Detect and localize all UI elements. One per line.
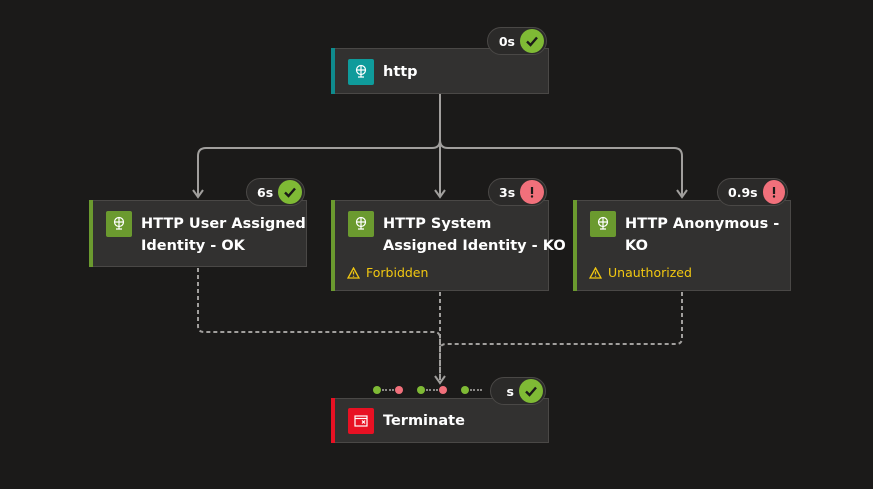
duration-badge: 6s — [246, 178, 305, 206]
card-title-line1: HTTP Anonymous - — [625, 216, 780, 232]
warning-text: Unauthorized — [608, 265, 692, 280]
run-after-success-dot — [461, 386, 469, 394]
globe-icon — [348, 59, 374, 85]
duration-badge: 3s — [488, 178, 547, 206]
warning-icon — [589, 266, 602, 279]
action-card-terminate[interactable]: Terminate — [331, 398, 549, 443]
duration-label: 0.9s — [728, 184, 758, 200]
arrowhead-action2 — [434, 189, 446, 199]
globe-icon — [348, 211, 374, 237]
run-after-failed-dot — [439, 386, 447, 394]
arrowhead-terminate — [434, 375, 446, 385]
card-title-line1: HTTP User Assigned — [141, 216, 306, 232]
duration-badge: s — [490, 377, 546, 405]
card-title-line1: HTTP System — [383, 216, 492, 232]
success-check-icon — [520, 29, 544, 53]
success-check-icon — [519, 379, 543, 403]
globe-icon — [590, 211, 616, 237]
error-exclamation-icon — [762, 180, 785, 204]
run-after-failed-dot — [395, 386, 403, 394]
warning-text: Forbidden — [366, 265, 429, 280]
terminate-icon — [348, 408, 374, 434]
card-title-line2: Assigned Identity - KO — [383, 238, 566, 254]
connector-to-action1 — [197, 139, 441, 196]
card-title: Terminate — [383, 413, 465, 429]
duration-label: 6s — [257, 184, 274, 200]
duration-label: 0s — [498, 33, 515, 49]
warning-icon — [347, 266, 360, 279]
run-after-success-dot — [417, 386, 425, 394]
card-title-line2: KO — [625, 238, 648, 254]
error-exclamation-icon — [520, 180, 544, 204]
card-accent-bar — [331, 48, 335, 94]
duration-badge: 0.9s — [717, 178, 788, 206]
globe-icon — [106, 211, 132, 237]
card-accent-bar — [89, 200, 93, 267]
card-accent-bar — [573, 200, 577, 291]
duration-label: 3s — [499, 184, 516, 200]
action-card-http-user-assigned-identity[interactable]: HTTP User Assigned Identity - OK — [89, 200, 307, 267]
card-accent-bar — [331, 200, 335, 291]
connector-to-action3 — [439, 139, 683, 196]
trigger-card-http[interactable]: http — [331, 48, 549, 94]
run-after-indicators — [373, 386, 483, 394]
card-title-line2: Identity - OK — [141, 238, 245, 254]
card-title: http — [383, 64, 418, 80]
card-accent-bar — [331, 398, 335, 443]
connector-action3-to-terminate — [439, 292, 683, 351]
run-after-success-dot — [373, 386, 381, 394]
arrowhead-action1 — [192, 189, 204, 199]
duration-label: s — [506, 383, 514, 399]
success-check-icon — [278, 180, 302, 204]
duration-badge: 0s — [487, 27, 547, 55]
action-card-http-anonymous[interactable]: HTTP Anonymous - KO Unauthorized — [573, 200, 791, 291]
arrowhead-action3 — [676, 189, 688, 199]
warning-message: Unauthorized — [589, 265, 692, 280]
action-card-http-system-assigned-identity[interactable]: HTTP System Assigned Identity - KO Forbi… — [331, 200, 566, 291]
warning-message: Forbidden — [347, 265, 428, 280]
